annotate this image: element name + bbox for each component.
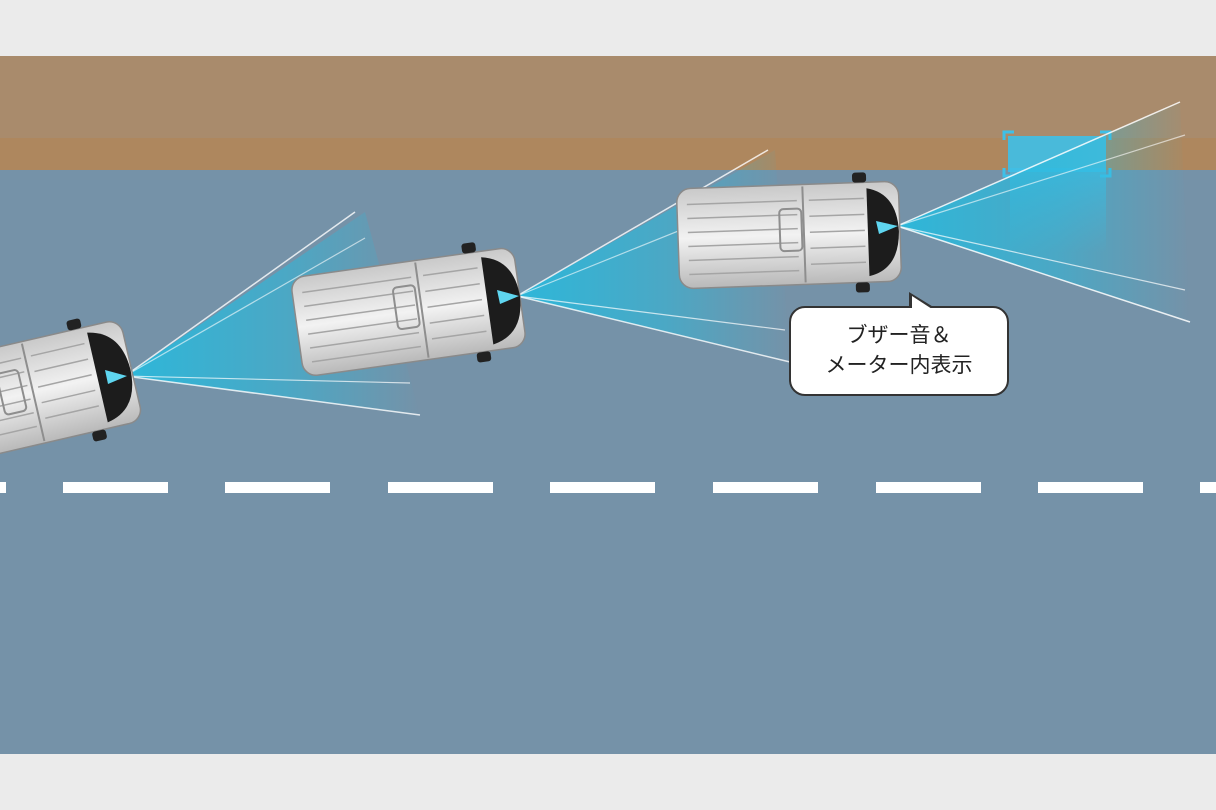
callout-line-2: メーター内表示 <box>825 353 973 377</box>
van-top-view-icon <box>676 172 902 293</box>
lane-marking <box>0 482 1216 493</box>
sidewalk <box>0 56 1216 138</box>
callout-line-1: ブザー音＆ <box>846 323 952 347</box>
sensor-beam-3 <box>896 101 1191 323</box>
van-top-view-icon <box>291 242 526 377</box>
alert-callout: ブザー音＆ メーター内表示 <box>789 292 1009 396</box>
sensor-origin <box>105 221 898 384</box>
